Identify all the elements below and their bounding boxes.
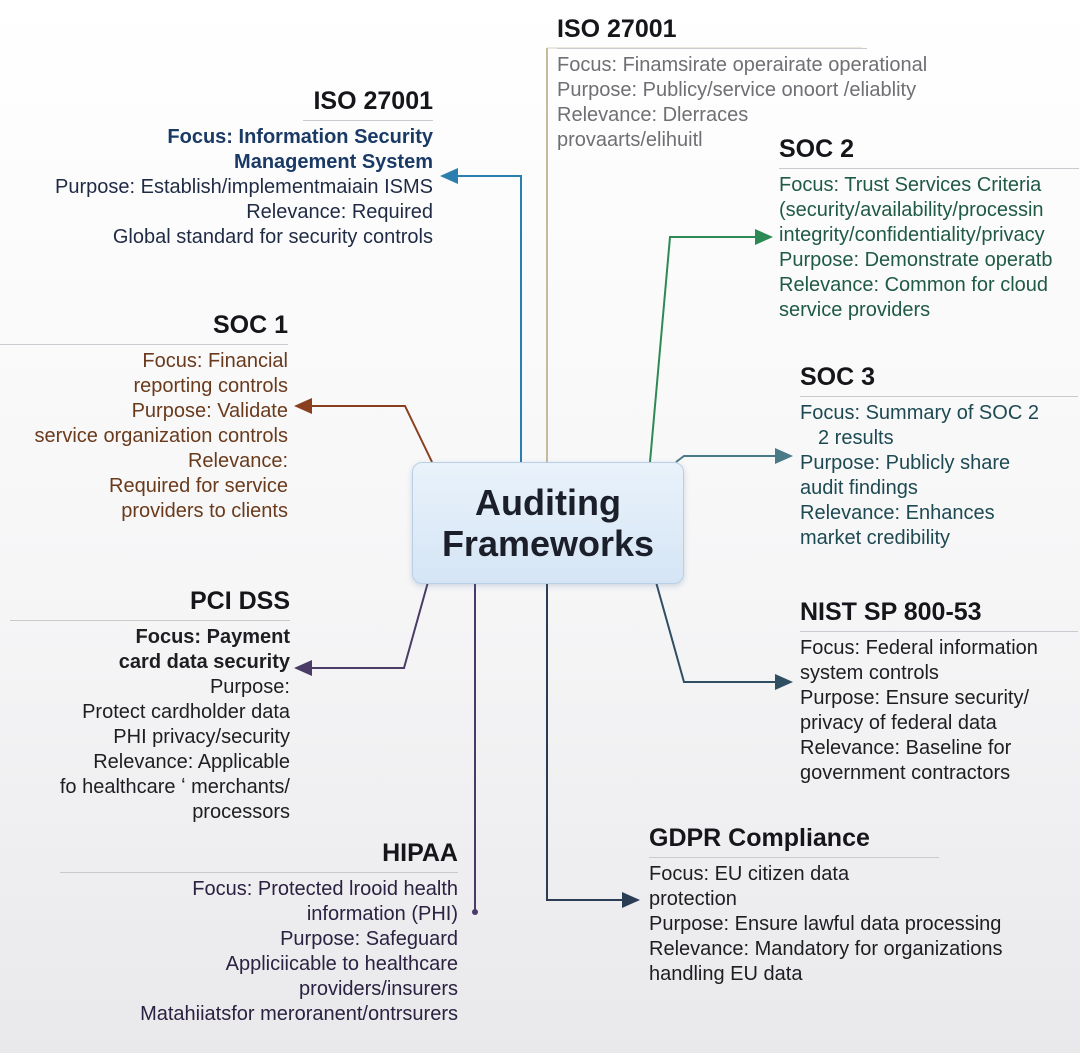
node-title: NIST SP 800-53	[800, 597, 1078, 632]
node-title: SOC 3	[800, 362, 1078, 397]
node-title: PCI DSS	[10, 586, 290, 621]
node-pci-dss: PCI DSS Focus: Payment card data securit…	[10, 586, 290, 825]
node-title: ISO 27001	[557, 14, 867, 49]
connector-gdpr	[546, 582, 640, 908]
connector-pci	[294, 581, 429, 676]
node-title: GDPR Compliance	[649, 823, 939, 858]
node-title: ISO 27001	[303, 86, 433, 121]
node-soc2: SOC 2 Focus: Trust Services Criteria (se…	[779, 134, 1079, 323]
connector-soc2	[649, 229, 773, 463]
node-title: HIPAA	[60, 838, 458, 873]
center-title: Auditing Frameworks	[441, 482, 655, 564]
connector-nist	[655, 581, 793, 690]
node-soc3: SOC 3 Focus: Summary of SOC 2 2 results …	[800, 362, 1078, 551]
node-soc1: SOC 1 Focus: Financial reporting control…	[0, 310, 288, 524]
connector-soc3	[675, 448, 793, 464]
node-gdpr-compliance: GDPR Compliance Focus: EU citizen data p…	[649, 823, 1003, 985]
node-hipaa: HIPAA Focus: Protected lrooid health inf…	[60, 838, 458, 1027]
node-title: SOC 1	[0, 310, 288, 345]
node-title: SOC 2	[779, 134, 1079, 169]
center-node: Auditing Frameworks	[412, 462, 684, 584]
connector-iso-left	[440, 168, 522, 462]
node-iso27001-left: ISO 27001 Focus: Information Security Ma…	[55, 86, 433, 248]
node-nist-sp-800-53: NIST SP 800-53 Focus: Federal informatio…	[800, 597, 1078, 786]
node-iso27001-top: ISO 27001 Focus: Finamsirate operairate …	[557, 14, 928, 151]
connector-soc1	[294, 398, 433, 463]
